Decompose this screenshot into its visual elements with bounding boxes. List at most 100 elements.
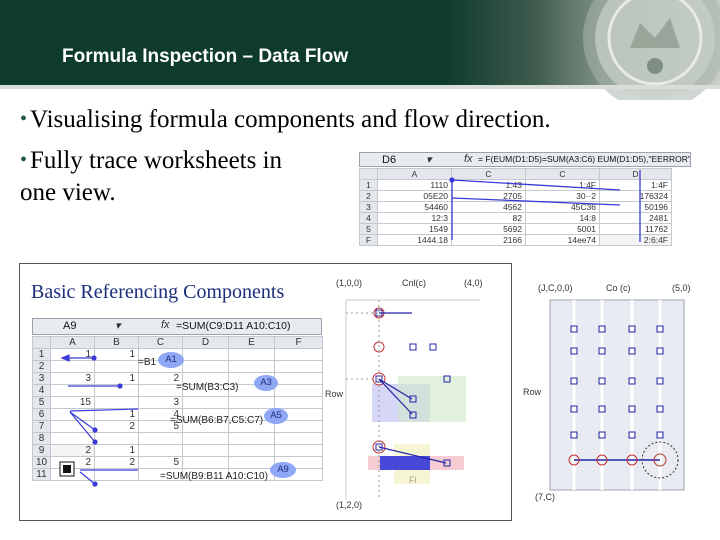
cell[interactable]: 1444.18	[377, 234, 452, 246]
name-box-dropdown-icon[interactable]: ▾	[426, 154, 432, 166]
cell[interactable]	[182, 456, 229, 469]
cell[interactable]	[274, 444, 323, 457]
column-header[interactable]: D	[182, 336, 229, 349]
cell[interactable]: 3	[50, 372, 95, 385]
selected-cell[interactable]: 2	[50, 444, 95, 457]
selected-cell[interactable]: 2:6:4F	[599, 234, 672, 246]
cell[interactable]	[228, 456, 275, 469]
cell[interactable]: 54460	[377, 201, 452, 213]
cell[interactable]: 82	[451, 212, 526, 224]
row-header[interactable]: 9	[32, 444, 51, 457]
row-header[interactable]: 1	[32, 348, 51, 361]
cell[interactable]: 2	[94, 420, 139, 433]
cell[interactable]	[50, 420, 95, 433]
cell[interactable]	[274, 348, 323, 361]
cell[interactable]	[94, 360, 139, 373]
row-header[interactable]: 2	[359, 190, 378, 202]
cell[interactable]	[50, 384, 95, 397]
cell[interactable]	[94, 396, 139, 409]
corner-cell[interactable]	[32, 336, 51, 349]
cell[interactable]: 3	[138, 396, 183, 409]
cell[interactable]: 15	[50, 396, 95, 409]
cell[interactable]: 12:3	[377, 212, 452, 224]
cell[interactable]	[50, 468, 95, 481]
cell[interactable]	[274, 384, 323, 397]
cell[interactable]	[274, 372, 323, 385]
cell[interactable]	[228, 432, 275, 445]
name-box-dropdown-icon[interactable]: ▾	[115, 320, 121, 332]
cell[interactable]: 1110	[377, 179, 452, 191]
column-header[interactable]: C	[138, 336, 183, 349]
cell[interactable]: 14ee74	[525, 234, 600, 246]
column-header[interactable]: C	[451, 168, 526, 180]
cell[interactable]: 2	[94, 456, 139, 469]
cell[interactable]: 2166	[451, 234, 526, 246]
row-header[interactable]: 11	[32, 468, 51, 481]
column-header[interactable]: A	[50, 336, 95, 349]
cell[interactable]: 5692	[451, 223, 526, 235]
row-header[interactable]: 10	[32, 456, 51, 469]
row-header[interactable]: F	[359, 234, 378, 246]
row-header[interactable]: 1	[359, 179, 378, 191]
cell[interactable]	[274, 432, 323, 445]
cell[interactable]: 1	[94, 444, 139, 457]
row-header[interactable]: 4	[32, 384, 51, 397]
cell[interactable]: 1:4F	[599, 179, 672, 191]
row-header[interactable]: 3	[359, 201, 378, 213]
corner-cell[interactable]	[359, 168, 378, 180]
cell[interactable]	[50, 360, 95, 373]
cell[interactable]: 1549	[377, 223, 452, 235]
cell[interactable]	[50, 408, 95, 421]
fx-icon[interactable]: fx	[161, 319, 170, 331]
cell[interactable]: 5	[138, 456, 183, 469]
cell[interactable]: 11762	[599, 223, 672, 235]
cell[interactable]	[274, 396, 323, 409]
formula-text[interactable]: =SUM(C9:D11 A10:C10)	[176, 320, 291, 332]
cell[interactable]: 45C36	[525, 201, 600, 213]
cell[interactable]	[138, 444, 183, 457]
cell[interactable]	[94, 384, 139, 397]
cell[interactable]: 5001	[525, 223, 600, 235]
cell[interactable]: 176324	[599, 190, 672, 202]
cell[interactable]	[182, 348, 229, 361]
cell[interactable]	[182, 444, 229, 457]
column-header[interactable]: F	[274, 336, 323, 349]
row-header[interactable]: 3	[32, 372, 51, 385]
cell[interactable]: 2481	[599, 212, 672, 224]
cell[interactable]: 1	[94, 372, 139, 385]
cell[interactable]: 30··2	[525, 190, 600, 202]
cell[interactable]	[182, 360, 229, 373]
name-box[interactable]: A9	[63, 320, 77, 332]
column-header[interactable]: A	[377, 168, 452, 180]
cell[interactable]: 14:8	[525, 212, 600, 224]
cell[interactable]: 1	[94, 348, 139, 361]
cell[interactable]	[274, 360, 323, 373]
cell[interactable]: 1	[50, 348, 95, 361]
cell[interactable]	[94, 432, 139, 445]
cell[interactable]	[182, 396, 229, 409]
cell[interactable]	[228, 360, 275, 373]
row-header[interactable]: 2	[32, 360, 51, 373]
name-box[interactable]: D6	[382, 154, 397, 166]
row-header[interactable]: 8	[32, 432, 51, 445]
row-header[interactable]: 4	[359, 212, 378, 224]
cell[interactable]	[228, 348, 275, 361]
cell[interactable]	[182, 432, 229, 445]
cell[interactable]: 1:4F	[525, 179, 600, 191]
cell[interactable]: 1	[94, 408, 139, 421]
column-header[interactable]: E	[228, 336, 275, 349]
row-header[interactable]: 5	[32, 396, 51, 409]
cell[interactable]	[50, 432, 95, 445]
cell[interactable]	[138, 432, 183, 445]
column-header[interactable]: C	[525, 168, 600, 180]
cell[interactable]: 1:43	[451, 179, 526, 191]
column-header[interactable]: B	[94, 336, 139, 349]
cell[interactable]: 4562	[451, 201, 526, 213]
row-header[interactable]: 5	[359, 223, 378, 235]
cell[interactable]	[228, 396, 275, 409]
cell[interactable]: 2	[50, 456, 95, 469]
cell[interactable]: 05E20	[377, 190, 452, 202]
formula-text[interactable]: = F(EUM(D1:D5)=SUM(A3:C6) EUM(D1:D5),"EE…	[478, 154, 690, 164]
cell[interactable]	[228, 444, 275, 457]
row-header[interactable]: 7	[32, 420, 51, 433]
